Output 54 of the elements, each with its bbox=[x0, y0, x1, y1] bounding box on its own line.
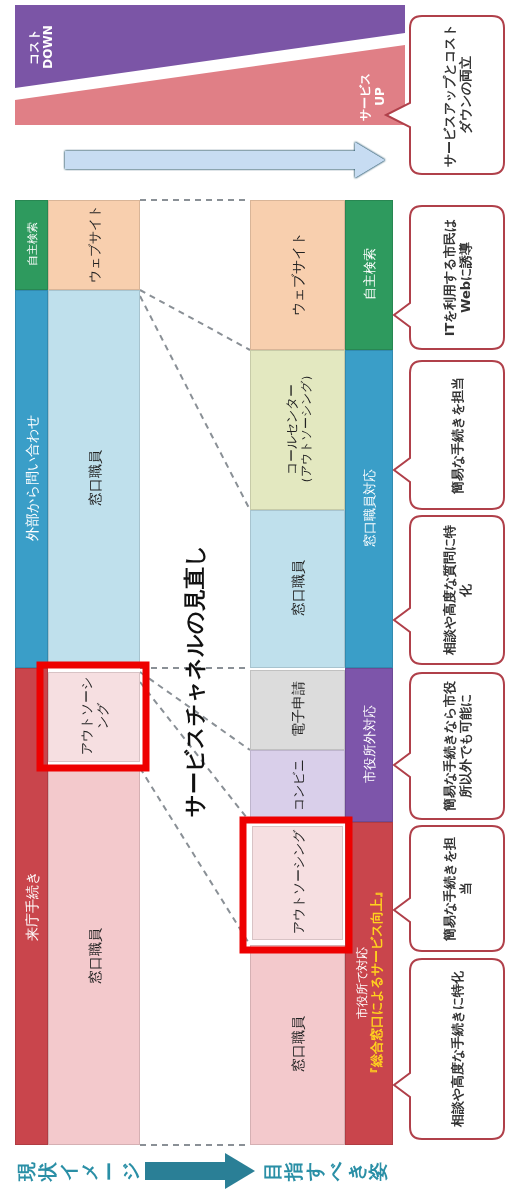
box-label: 現状イメージ bbox=[15, 1161, 142, 1181]
box-label: ウェブサイト bbox=[290, 232, 307, 316]
channel-box bbox=[250, 670, 345, 750]
box-label: コールセンター bbox=[283, 383, 300, 475]
box-label: 窓口職員 bbox=[86, 450, 104, 506]
box-label: コスト DOWN bbox=[26, 24, 56, 71]
category-band bbox=[345, 200, 393, 350]
box-label: 来庁手続き bbox=[24, 870, 41, 941]
category-band bbox=[345, 350, 393, 668]
box-label: コンビニ bbox=[290, 759, 307, 811]
box-label: 外部から問い合わせ bbox=[24, 415, 41, 541]
diagram-title: サービスチャネルの見直し bbox=[181, 542, 208, 819]
channel-box bbox=[252, 826, 343, 940]
category-band bbox=[345, 668, 393, 822]
box-label: アウトソーシング bbox=[79, 676, 111, 757]
speech-bubble bbox=[393, 958, 505, 1140]
category-band bbox=[15, 668, 48, 1145]
channel-box bbox=[48, 672, 140, 762]
box-label: ウェブサイト bbox=[87, 205, 103, 283]
speech-bubble bbox=[393, 205, 505, 350]
callout-text: サービスアップとコストダウンの両立 bbox=[441, 22, 474, 169]
callout-text: 簡易な手続きを担当 bbox=[441, 835, 474, 943]
dashed-connector bbox=[139, 289, 251, 351]
block-arrow bbox=[145, 1153, 255, 1189]
box-label: アウトソーシング bbox=[290, 830, 307, 934]
sub-label: （アウトソーシング） bbox=[299, 369, 314, 489]
block-arrow bbox=[65, 142, 385, 178]
sub-label: 『総合窓口によるサービス向上』 bbox=[369, 885, 385, 1080]
box-label: 自主検索 bbox=[362, 248, 378, 300]
box-label: 窓口職員 bbox=[290, 1016, 307, 1072]
box-label: 電子申請 bbox=[290, 681, 307, 737]
callout-text: 相談や高度な質問に特化 bbox=[441, 524, 474, 657]
box-label: 目指すべき姿 bbox=[262, 1161, 388, 1181]
box-label: 窓口職員 bbox=[86, 927, 104, 984]
speech-bubble bbox=[393, 825, 505, 952]
box-label: 市役所で対応 bbox=[355, 946, 370, 1019]
speech-bubble bbox=[393, 672, 505, 820]
box-label: 窓口職員対応 bbox=[362, 469, 378, 547]
speech-bubble bbox=[393, 360, 505, 510]
category-band bbox=[15, 290, 48, 668]
category-band bbox=[345, 822, 393, 1145]
callout-text: ITを利用する市民はWebに誘導 bbox=[441, 217, 474, 339]
channel-box bbox=[250, 945, 345, 1145]
speech-bubble bbox=[385, 15, 505, 175]
callout-text: 相談や高度な手続きに特化 bbox=[449, 971, 466, 1127]
callout-text: 簡易な手続きを担当 bbox=[449, 376, 466, 494]
dashed-connector bbox=[139, 671, 251, 751]
category-band bbox=[15, 200, 48, 290]
speech-bubble bbox=[393, 515, 505, 665]
callout-text: 簡易な手続きなら市役所以外でも可能に bbox=[441, 680, 474, 813]
box-label: 窓口職員 bbox=[290, 560, 307, 616]
box-label: サービス UP bbox=[358, 71, 387, 123]
box-label: 市役所外対応 bbox=[362, 705, 378, 783]
box-label: 自主検索 bbox=[25, 222, 40, 266]
